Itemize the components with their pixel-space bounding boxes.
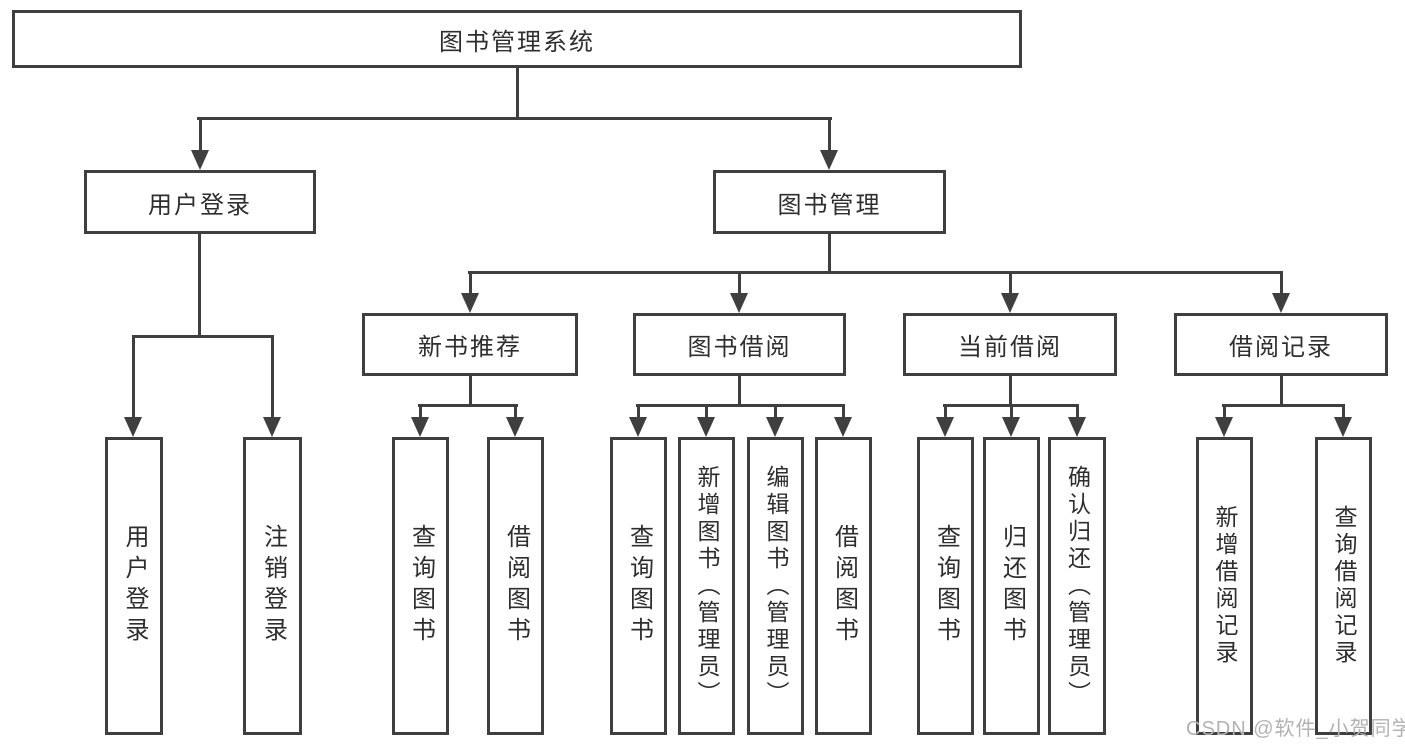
node-book-borrowing: 图书借阅: [633, 313, 846, 376]
arrow-stem: [1342, 404, 1345, 419]
connector-records-bar: [1222, 404, 1345, 407]
connector-recommend-stem: [469, 374, 472, 406]
arrow-stem: [132, 335, 135, 419]
arrow-stem: [774, 404, 777, 419]
arrow-down-icon: [461, 293, 479, 313]
connector-borrowing-stem: [738, 374, 741, 406]
arrow-down-icon: [834, 417, 852, 437]
node-book-management: 图书管理: [713, 170, 946, 234]
arrow-stem: [705, 404, 708, 419]
connector-borrowing-bar: [636, 404, 845, 407]
arrow-down-icon: [263, 417, 281, 437]
arrow-stem: [271, 335, 274, 419]
node-library-management-system: 图书管理系统: [12, 10, 1022, 68]
leaf-add-borrow-record: 新增借阅记录: [1196, 437, 1253, 735]
arrow-down-icon: [411, 417, 429, 437]
arrow-stem: [1010, 404, 1013, 419]
node-new-book-recommendation: 新书推荐: [362, 313, 578, 376]
arrow-stem: [1280, 272, 1283, 296]
leaf-return-book: 归还图书: [983, 437, 1040, 735]
arrow-stem: [514, 404, 517, 419]
arrow-stem: [1009, 272, 1012, 296]
connector-current-stem: [1009, 374, 1012, 406]
arrow-stem: [199, 117, 202, 152]
arrow-down-icon: [1215, 417, 1233, 437]
leaf-query-books-current: 查询图书: [917, 437, 974, 735]
arrow-down-icon: [1002, 417, 1020, 437]
leaf-logout: 注销登录: [243, 437, 302, 735]
leaf-query-borrow-record: 查询借阅记录: [1315, 437, 1372, 735]
connector-recommend-bar: [418, 404, 518, 407]
arrow-stem: [419, 404, 422, 419]
leaf-borrow-books-borrowing: 借阅图书: [815, 437, 872, 735]
leaf-user-login: 用户登录: [105, 437, 163, 735]
connector-level1-bar: [197, 117, 832, 120]
connector-user-stem: [198, 233, 201, 337]
leaf-confirm-return-admin: 确认归还（管理员）: [1048, 437, 1106, 735]
arrow-stem: [1223, 404, 1226, 419]
arrow-down-icon: [936, 417, 954, 437]
leaf-edit-book-admin: 编辑图书（管理员）: [747, 437, 804, 735]
arrow-down-icon: [1334, 417, 1352, 437]
leaf-add-book-admin: 新增图书（管理员）: [678, 437, 735, 735]
arrow-down-icon: [1001, 293, 1019, 313]
connector-user-bar: [132, 335, 274, 338]
leaf-query-books-recommend: 查询图书: [392, 437, 449, 735]
watermark-text: CSDN @软件_小贺同学: [1186, 718, 1405, 740]
arrow-down-icon: [629, 417, 647, 437]
node-current-borrowing: 当前借阅: [903, 313, 1117, 376]
arrow-down-icon: [124, 417, 142, 437]
arrow-down-icon: [697, 417, 715, 437]
arrow-stem: [944, 404, 947, 419]
arrow-down-icon: [1272, 293, 1290, 313]
arrow-down-icon: [191, 150, 209, 170]
node-user-login: 用户登录: [84, 170, 316, 234]
connector-mgmt-stem: [828, 233, 831, 274]
arrow-stem: [637, 404, 640, 419]
arrow-down-icon: [820, 150, 838, 170]
connector-root-stem: [516, 67, 519, 119]
arrow-stem: [469, 272, 472, 296]
leaf-query-books-borrowing: 查询图书: [610, 437, 667, 735]
arrow-down-icon: [766, 417, 784, 437]
connector-records-stem: [1280, 374, 1283, 406]
arrow-stem: [1076, 404, 1079, 419]
arrow-down-icon: [730, 293, 748, 313]
connector-mgmt-bar: [468, 271, 1283, 274]
node-borrowing-records: 借阅记录: [1174, 313, 1388, 376]
arrow-down-icon: [1068, 417, 1086, 437]
arrow-stem: [842, 404, 845, 419]
arrow-stem: [738, 272, 741, 296]
arrow-down-icon: [506, 417, 524, 437]
leaf-borrow-books-recommend: 借阅图书: [487, 437, 544, 735]
arrow-stem: [828, 117, 831, 152]
